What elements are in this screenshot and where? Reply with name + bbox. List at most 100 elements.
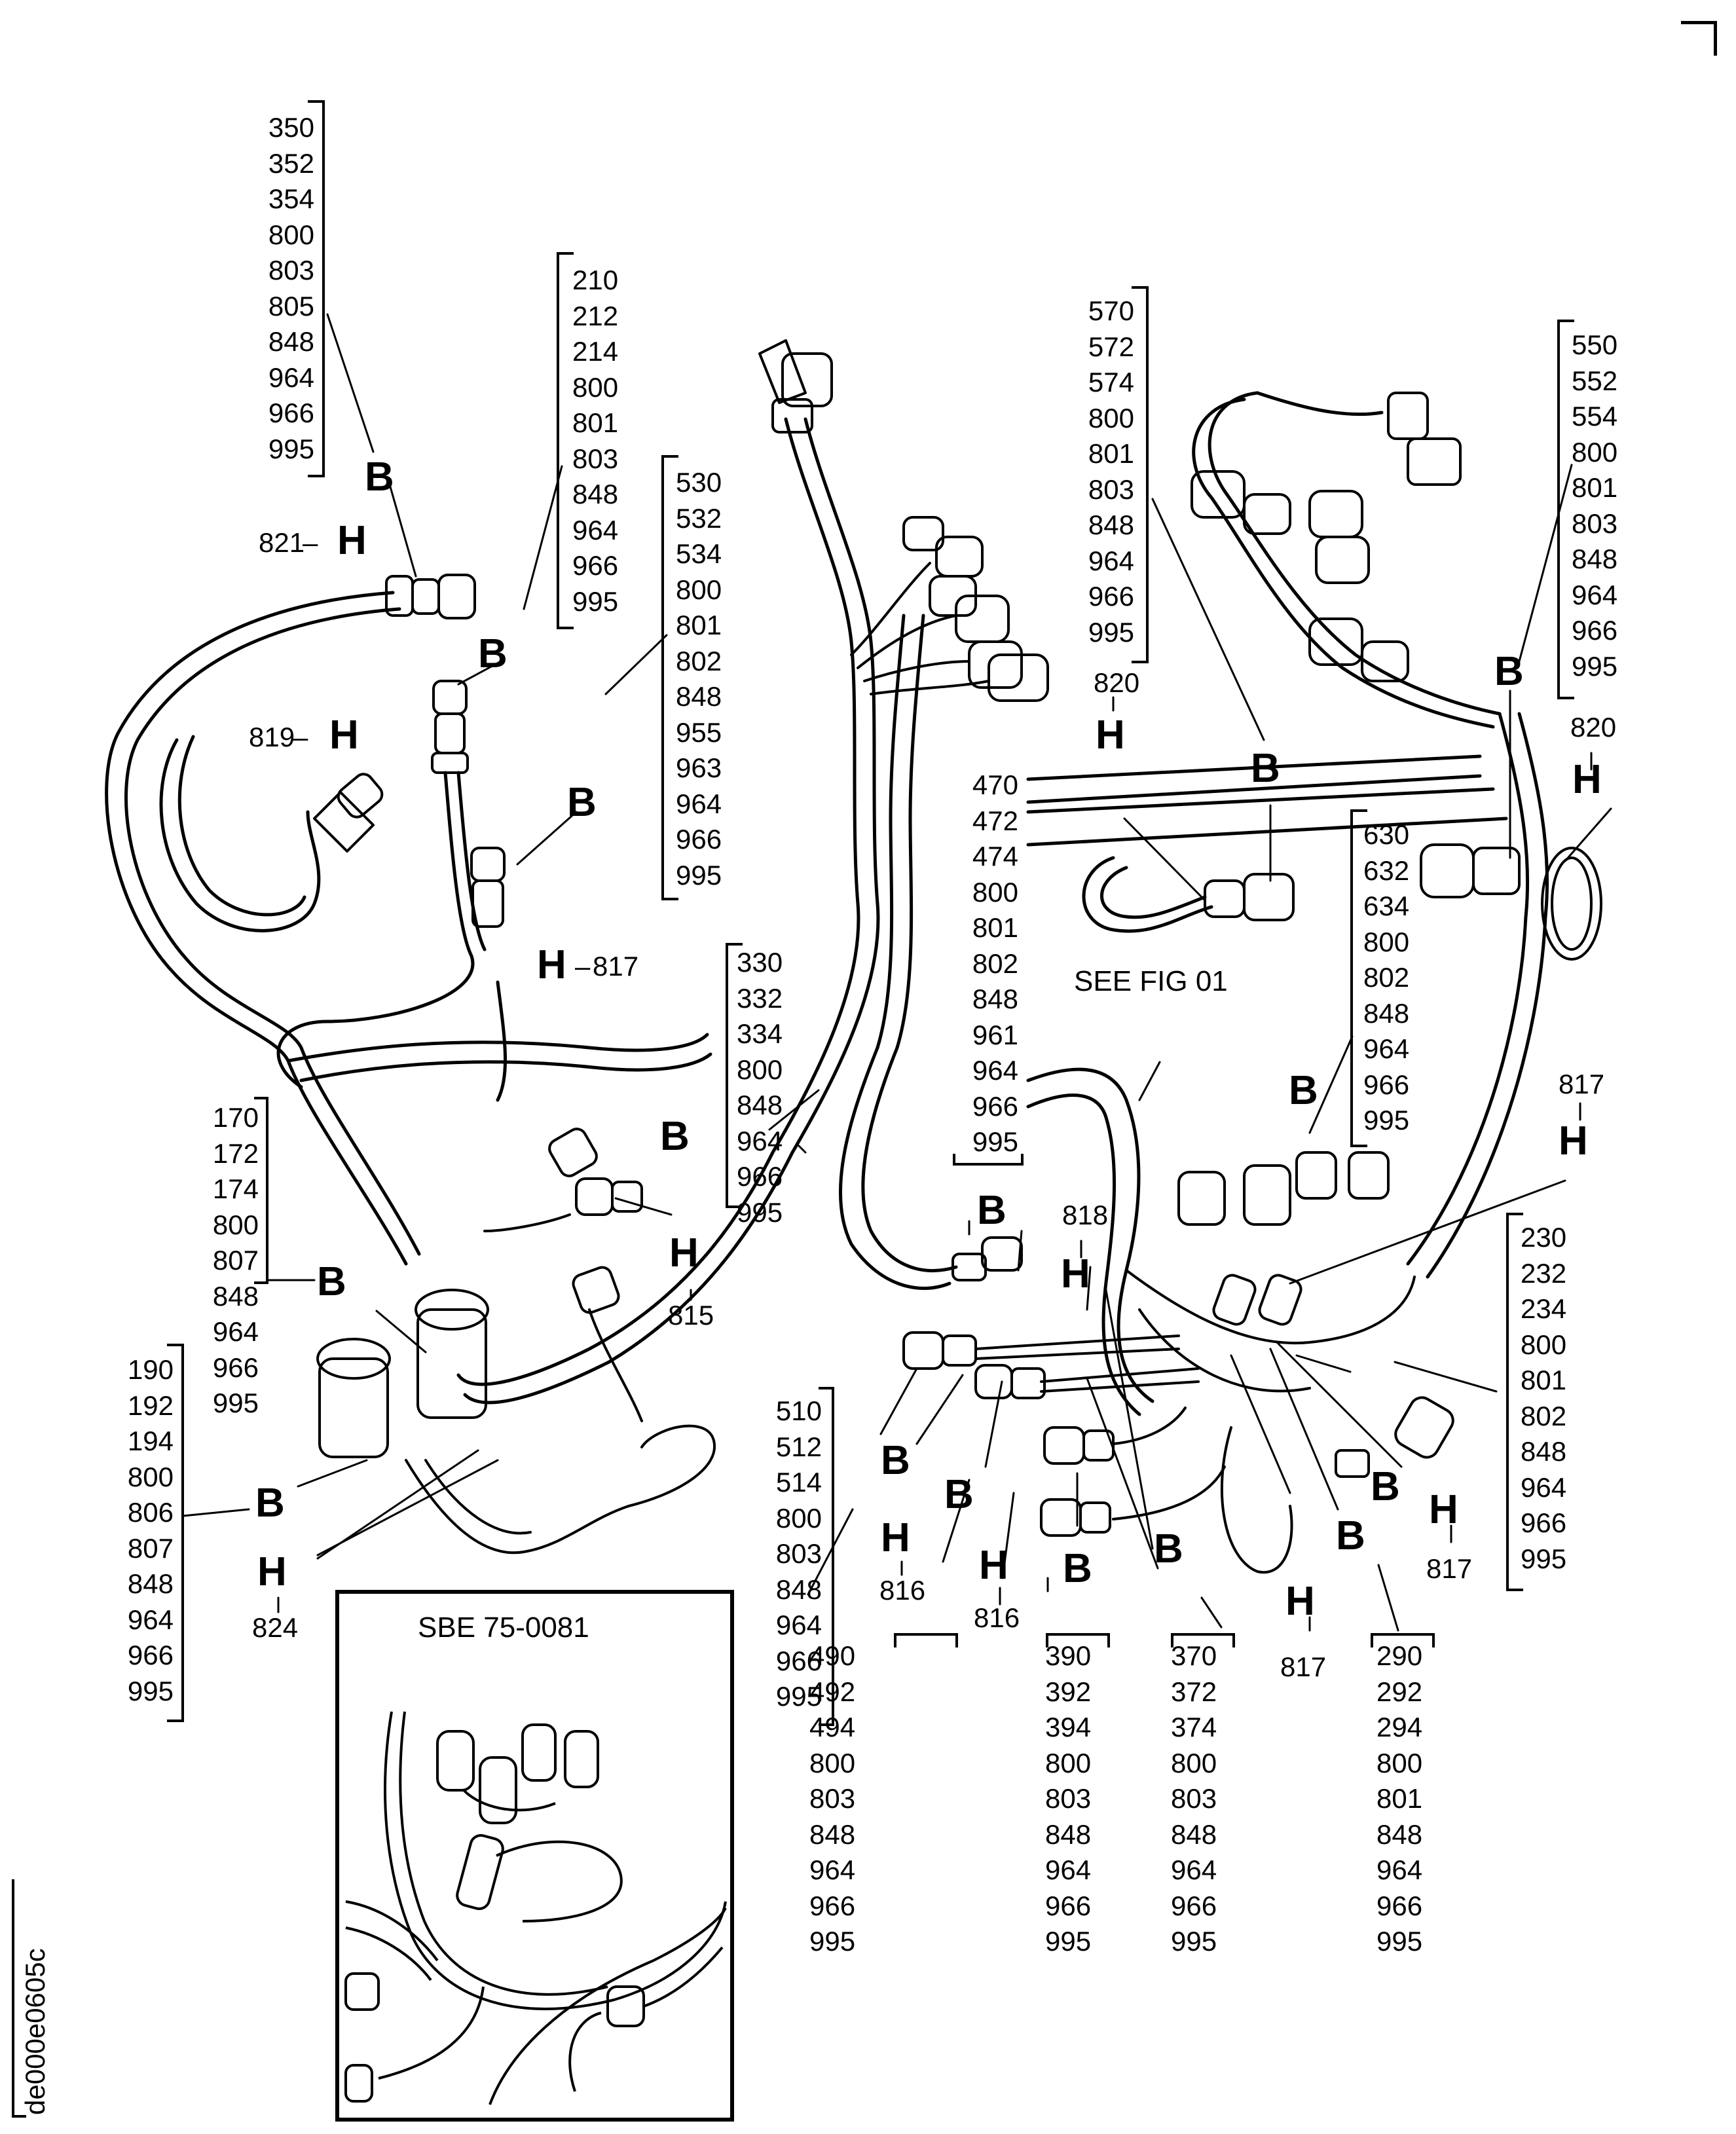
part-number: 848: [572, 479, 619, 509]
bracket-510: [819, 1387, 834, 1726]
part-number: 374: [1171, 1712, 1217, 1742]
part-number: 801: [1521, 1365, 1567, 1395]
part-number: 966: [1521, 1507, 1567, 1538]
part-number: 807: [127, 1532, 174, 1564]
part-number: 532: [676, 502, 722, 534]
see-figure-reference[interactable]: SEE FIG 01: [1074, 965, 1228, 997]
part-number: 172: [212, 1137, 259, 1169]
part-number: 995: [212, 1388, 259, 1418]
harness-number-817b: 817: [1559, 1069, 1605, 1099]
part-number: 995: [1521, 1543, 1567, 1574]
part-number: 966: [1376, 1890, 1423, 1921]
bracket-290: [1371, 1633, 1435, 1647]
connector-elbow-left: [313, 773, 384, 853]
corner-crop-mark: [1681, 21, 1717, 56]
part-number: 966: [1088, 581, 1134, 612]
part-number: 190: [127, 1354, 174, 1385]
harness-number-818: 818: [1062, 1200, 1109, 1230]
part-number: 995: [127, 1675, 174, 1706]
part-number: 800: [1521, 1329, 1567, 1360]
part-number: 490: [809, 1640, 856, 1671]
part-number: 554: [1572, 401, 1618, 432]
connector-left-mid: [572, 1266, 643, 1422]
callout-h-817b: H: [1559, 1118, 1588, 1164]
part-number: 848: [1363, 997, 1410, 1029]
callout-b-210: B: [478, 631, 508, 676]
connector-817a: [470, 847, 506, 928]
part-number: 802: [972, 947, 1018, 979]
part-number: 995: [1171, 1926, 1217, 1957]
harness-see-fig: [1026, 1067, 1154, 1416]
part-number: 390: [1045, 1640, 1092, 1671]
part-number: 802: [676, 645, 722, 676]
connector-819: [431, 680, 469, 774]
part-number: 392: [1045, 1676, 1092, 1707]
part-number: 807: [212, 1245, 259, 1276]
bracket-170: [254, 1097, 268, 1284]
part-number: 801: [1376, 1783, 1423, 1814]
part-number: 803: [572, 443, 619, 474]
harness-number-816a: 816: [879, 1575, 926, 1606]
callout-h-816a: H: [881, 1515, 910, 1560]
inset-title: SBE 75-0081: [418, 1611, 589, 1644]
part-number: 170: [212, 1102, 259, 1133]
connector-elbow-right: [1335, 1396, 1454, 1478]
part-number: 966: [809, 1890, 856, 1921]
part-number: 995: [1045, 1926, 1092, 1957]
part-number: 806: [127, 1497, 174, 1528]
callout-h-821: H: [337, 518, 367, 563]
callout-h-817d: H: [1429, 1487, 1458, 1532]
part-number: 212: [572, 300, 619, 331]
part-number: 292: [1376, 1676, 1423, 1707]
part-number: 964: [1521, 1471, 1567, 1503]
part-number: 964: [775, 1610, 822, 1640]
callout-b-550: B: [1494, 649, 1524, 694]
connectors-lower-center: [902, 1236, 1226, 1537]
part-number: 510: [775, 1395, 822, 1426]
harness-number-819: 819: [249, 722, 295, 752]
part-number: 966: [212, 1352, 259, 1383]
part-number: 964: [737, 1125, 783, 1156]
bracket-470: [953, 1154, 1024, 1166]
part-number: 803: [1045, 1783, 1092, 1814]
harness-number-816b: 816: [974, 1602, 1020, 1633]
part-number: 848: [268, 326, 314, 357]
part-number: 995: [775, 1681, 822, 1712]
callout-b-570: B: [1251, 746, 1280, 791]
part-number: 800: [809, 1747, 856, 1778]
part-number: 966: [1572, 615, 1618, 646]
bracket-550: [1557, 320, 1574, 699]
part-number: 848: [127, 1568, 174, 1599]
part-number: 995: [1572, 650, 1618, 682]
bracket-530: [661, 455, 678, 900]
part-number: 848: [737, 1090, 783, 1120]
part-number: 848: [676, 681, 722, 712]
part-number: 964: [1376, 1854, 1423, 1885]
bracket-390: [1046, 1633, 1110, 1647]
dash: –: [303, 527, 318, 558]
part-number: 550: [1572, 329, 1618, 360]
part-number: 966: [1045, 1890, 1092, 1921]
part-number: 964: [809, 1854, 856, 1885]
part-number: 995: [572, 585, 619, 617]
callout-h-819: H: [329, 712, 359, 758]
part-number: 494: [809, 1712, 856, 1742]
callout-b-170: B: [317, 1259, 346, 1304]
part-number: 995: [972, 1126, 1018, 1157]
harness-number-817c: 817: [1280, 1651, 1327, 1682]
callout-b-490: B: [944, 1472, 974, 1517]
part-number: 803: [1171, 1783, 1217, 1814]
part-number: 964: [1363, 1033, 1410, 1064]
callout-b-230: B: [1371, 1464, 1400, 1509]
part-number: 332: [737, 982, 783, 1014]
part-number: 848: [1521, 1436, 1567, 1467]
part-number: 801: [1088, 438, 1134, 469]
part-number: 995: [737, 1196, 783, 1228]
part-number: 803: [1572, 507, 1618, 539]
